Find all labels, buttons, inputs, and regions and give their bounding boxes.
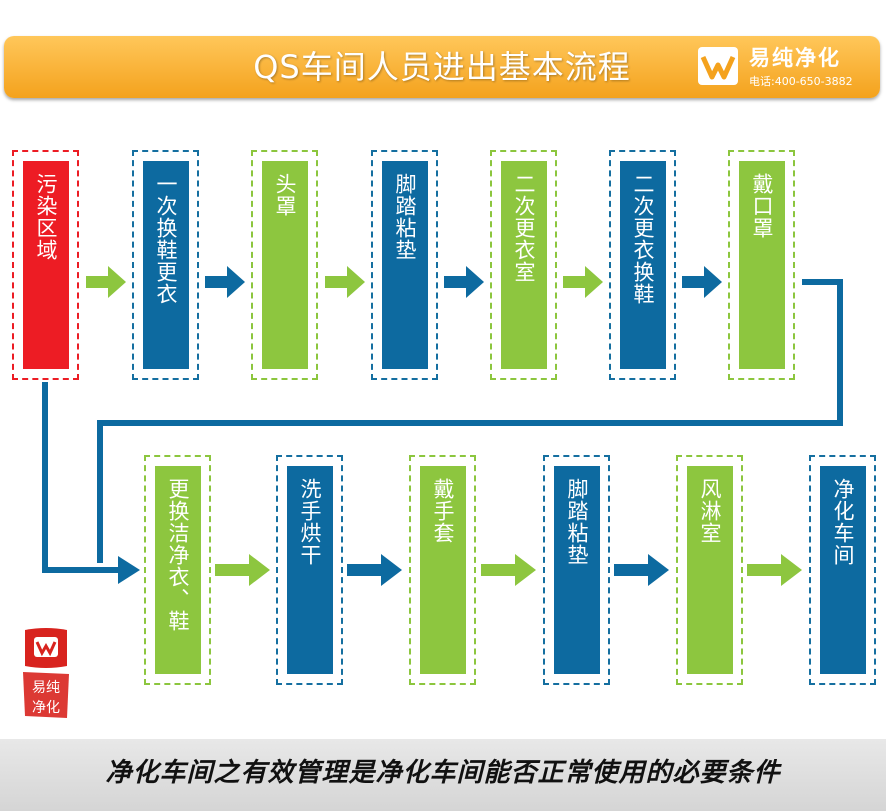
brand-phone: 电话:400-650-3882 (749, 75, 853, 88)
page-title: QS车间人员进出基本流程 (253, 48, 631, 86)
polluted-area-connector (42, 382, 120, 573)
return-connector (97, 279, 843, 563)
step-clean-workshop: 净化车间 (820, 466, 866, 674)
brand-logo-icon (698, 47, 738, 85)
footer-text: 净化车间之有效管理是净化车间能否正常使用的必要条件 (105, 758, 781, 788)
footer-bar: 净化车间之有效管理是净化车间能否正常使用的必要条件 (0, 739, 886, 811)
step-label: 洗手烘干 (298, 478, 322, 566)
seal-text-top: 易纯 (32, 680, 60, 696)
arrow-right-icon (444, 266, 484, 298)
arrow-right-icon (205, 266, 245, 298)
step-label: 脚踏粘垫 (565, 478, 589, 566)
step-label: 戴手套 (431, 478, 455, 544)
step-sticky-mat-1: 脚踏粘垫 (382, 161, 428, 369)
arrow-right-icon (747, 554, 802, 586)
arrow-right-icon (215, 554, 270, 586)
step-clean-clothes: 更换洁净衣、鞋 (155, 466, 201, 674)
step-label: 头罩 (273, 173, 297, 217)
arrow-right-icon (614, 554, 669, 586)
arrow-right-icon (325, 266, 365, 298)
seal-text-bottom: 净化 (32, 700, 60, 716)
title-banner: QS车间人员进出基本流程 易纯净化 电话:400-650-3882 (4, 36, 880, 98)
arrow-right-icon (118, 556, 140, 584)
arrow-right-icon (347, 554, 402, 586)
step-polluted-area: 污染区域 (23, 161, 69, 369)
step-wash-dry-hands: 洗手烘干 (287, 466, 333, 674)
step-label: 更换洁净衣、鞋 (166, 478, 190, 632)
step-first-change: 一次换鞋更衣 (143, 161, 189, 369)
step-label: 一次换鞋更衣 (154, 173, 178, 305)
step-hood: 头罩 (262, 161, 308, 369)
brand-name: 易纯净化 (749, 46, 841, 70)
arrow-right-icon (481, 554, 536, 586)
step-label: 脚踏粘垫 (393, 173, 417, 261)
step-label: 二次更衣室 (512, 173, 536, 283)
step-label: 风淋室 (698, 478, 722, 544)
step-sticky-mat-2: 脚踏粘垫 (554, 466, 600, 674)
step-gloves: 戴手套 (420, 466, 466, 674)
step-second-changing-room: 二次更衣室 (501, 161, 547, 369)
step-label: 污染区域 (34, 173, 58, 261)
step-label: 二次更衣换鞋 (631, 173, 655, 305)
step-label: 戴口罩 (750, 173, 774, 239)
arrow-right-icon (682, 266, 722, 298)
brand-seal: 易纯 净化 (23, 628, 69, 718)
step-label: 净化车间 (831, 478, 855, 566)
step-mask: 戴口罩 (739, 161, 785, 369)
step-second-change: 二次更衣换鞋 (620, 161, 666, 369)
arrow-right-icon (563, 266, 603, 298)
step-air-shower: 风淋室 (687, 466, 733, 674)
arrow-right-icon (86, 266, 126, 298)
